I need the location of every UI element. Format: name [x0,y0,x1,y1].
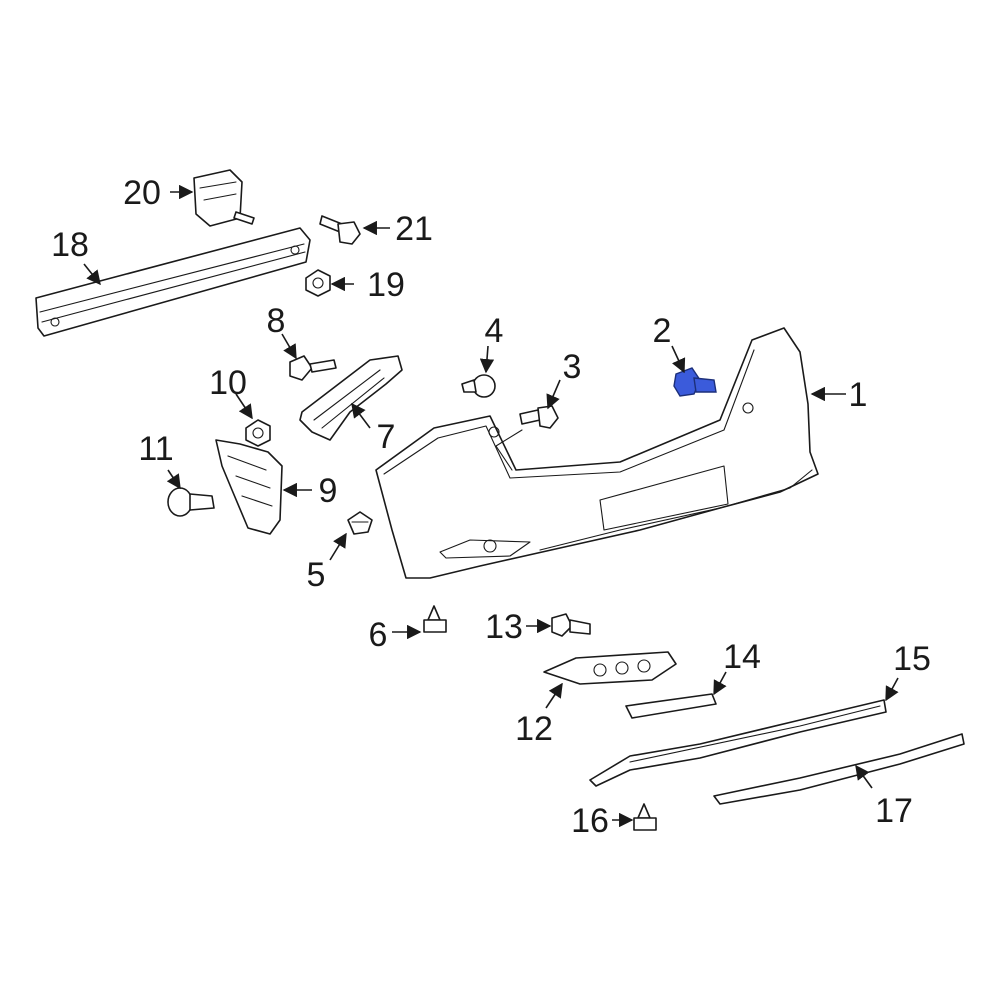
nut-10[interactable] [245,419,271,447]
callout-19: 19 [367,266,405,304]
clip-4[interactable] [461,374,496,398]
callout-4: 4 [485,312,504,350]
callout-12: 12 [515,710,553,748]
callout-9: 9 [319,472,338,510]
leader-arrows [83,184,899,828]
lower-molding-17[interactable] [713,733,965,805]
callout-13: 13 [485,608,523,646]
reflector-12[interactable] [543,651,677,685]
callout-10: 10 [209,364,247,402]
callout-20: 20 [123,174,161,212]
callout-6: 6 [369,616,388,654]
nut-19[interactable] [305,269,331,297]
callout-11: 11 [138,430,173,468]
push-clip-11[interactable] [167,487,215,517]
callout-21: 21 [395,210,433,248]
clip-6[interactable] [423,605,447,633]
bolt-21[interactable] [319,215,361,245]
callout-14: 14 [723,638,761,676]
callout-16: 16 [571,802,609,840]
side-retainer-bracket[interactable] [299,355,403,441]
clip-16[interactable] [633,803,657,831]
callout-3: 3 [563,348,582,386]
callout-17: 17 [875,792,913,830]
callout-7: 7 [377,418,396,456]
bumper-cover[interactable] [375,327,819,579]
lower-garnish-15[interactable] [589,699,887,787]
corner-bracket[interactable] [215,439,283,535]
callout-8: 8 [267,302,286,340]
reflector-14[interactable] [625,693,717,719]
callout-labels: 1 2 3 4 5 6 7 8 9 10 11 12 13 14 15 16 1… [51,174,931,840]
bolt-3[interactable] [519,405,559,429]
energy-absorber-bracket[interactable] [193,169,255,227]
callout-1: 1 [849,376,868,414]
callout-18: 18 [51,226,89,264]
callout-2: 2 [653,312,672,350]
callout-5: 5 [307,556,326,594]
bolt-13[interactable] [551,613,591,637]
push-clip-5[interactable] [347,511,373,535]
callout-15: 15 [893,640,931,678]
bumper-reinforcement-bar[interactable] [35,227,311,337]
bolt-8[interactable] [289,355,337,381]
bolt-2-highlighted[interactable] [673,367,717,397]
